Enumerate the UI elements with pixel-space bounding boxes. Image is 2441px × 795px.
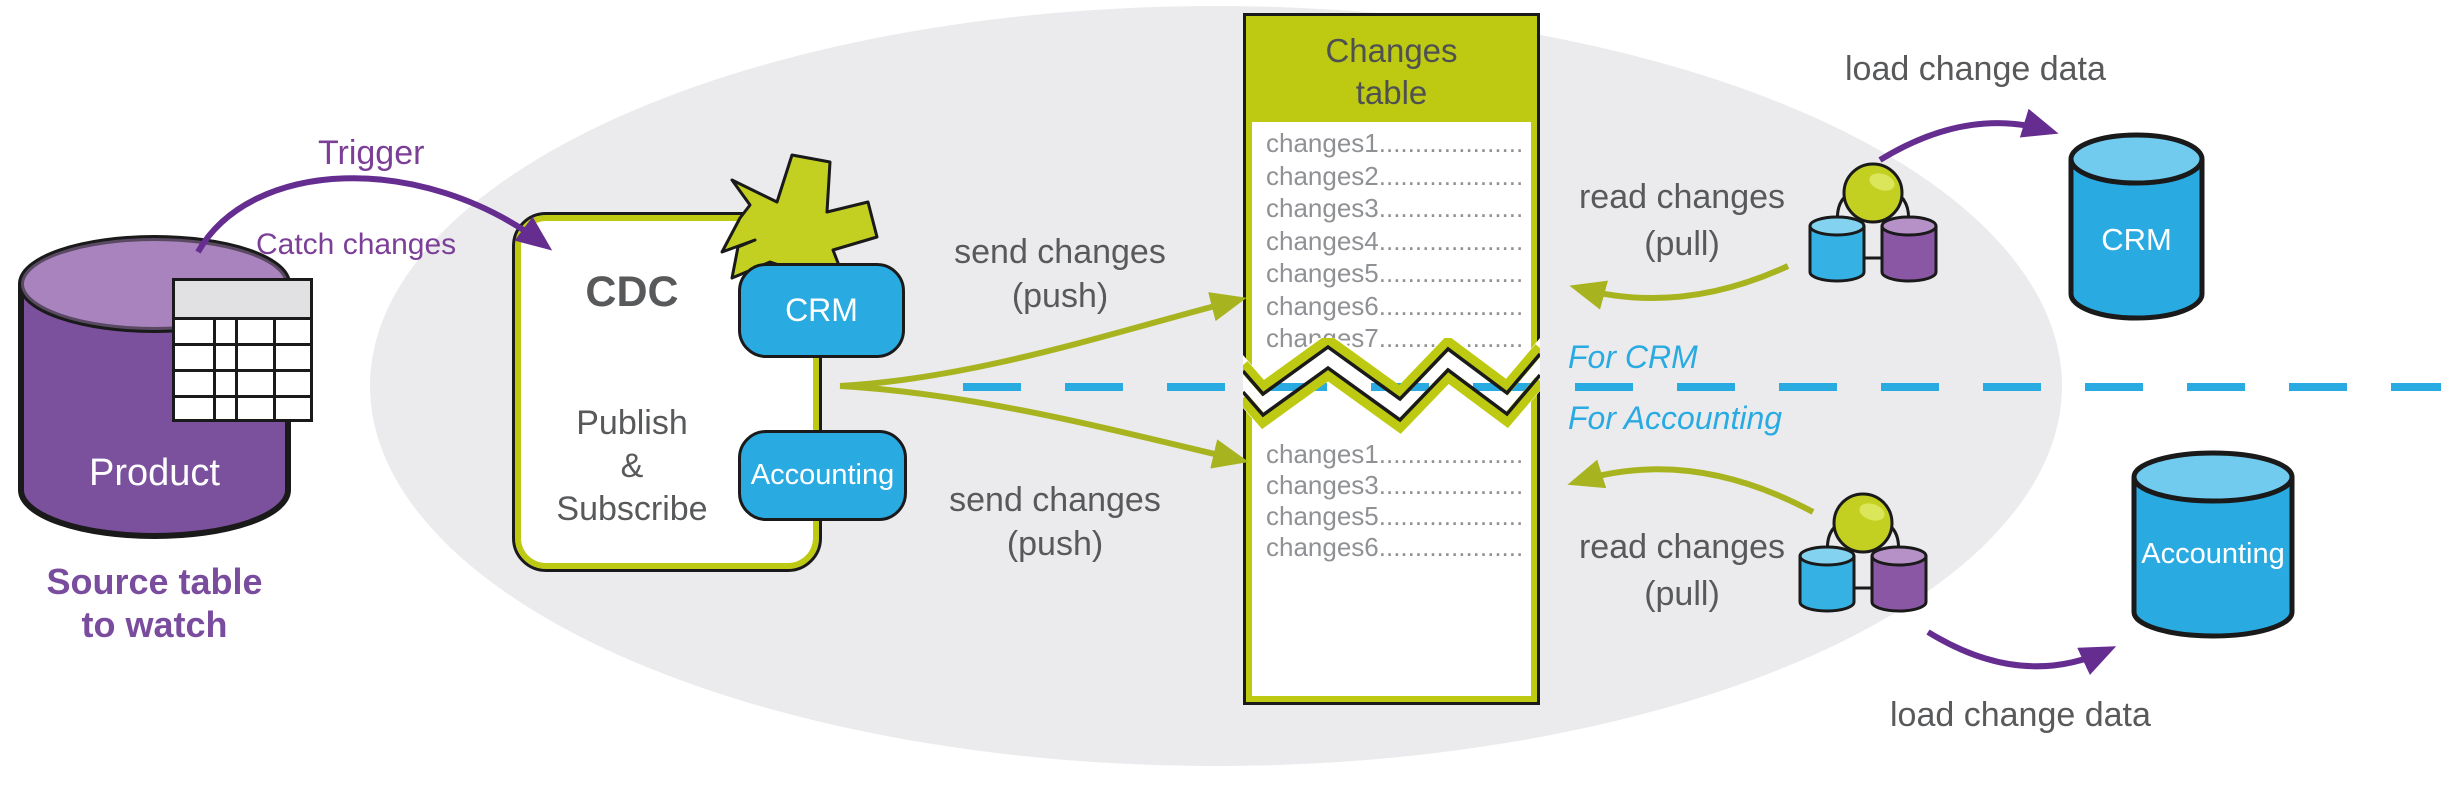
catch-changes-label: Catch changes xyxy=(256,228,457,261)
table-row: changes2.................... xyxy=(1266,160,1524,191)
table-row: changes1.................... xyxy=(1266,439,1524,469)
table-icon-header xyxy=(175,281,310,320)
cdc-title: CDC xyxy=(585,268,679,316)
trigger-label: Trigger xyxy=(318,134,425,172)
table-row: changes1.................... xyxy=(1266,128,1524,158)
cdc-crm-badge-label: CRM xyxy=(785,292,858,328)
crm-database-label: CRM xyxy=(2101,222,2172,257)
read-changes-pull-bottom-label: read changes (pull) xyxy=(1578,528,1786,613)
table-row: changes5.................... xyxy=(1266,501,1524,531)
changes-table-top-rows: changes1.................... changes2...… xyxy=(1266,127,1527,355)
table-row: changes6.................... xyxy=(1266,290,1524,321)
accounting-database-cylinder-icon xyxy=(2131,450,2295,639)
crm-database-cylinder-icon xyxy=(2068,132,2205,321)
for-crm-label: For CRM xyxy=(1568,339,1698,375)
table-row: changes3.................... xyxy=(1266,193,1524,223)
changes-table-bottom-rows: changes1.................... changes3...… xyxy=(1266,439,1527,563)
read-changes-pull-top-label: read changes (pull) xyxy=(1578,178,1786,263)
publish-subscribe-label: Publish & Subscribe xyxy=(556,404,708,528)
load-change-data-top-label: load change data xyxy=(1845,50,2106,88)
load-change-data-bottom-label: load change data xyxy=(1890,696,2151,734)
table-tear-zigzag xyxy=(1243,338,1540,434)
table-row: changes5.................... xyxy=(1266,258,1524,288)
changes-table-title-line1: Changes xyxy=(1325,32,1458,69)
table-row: changes3.................... xyxy=(1266,470,1524,500)
source-cylinder-label: Product xyxy=(89,452,220,494)
load-arrow-crm xyxy=(1878,108,2059,163)
table-icon-grid xyxy=(175,320,310,419)
source-caption: Source table to watch xyxy=(17,560,292,646)
cdc-crm-badge: CRM xyxy=(738,263,905,358)
source-caption-line1: Source table xyxy=(46,561,263,602)
cdc-accounting-badge: Accounting xyxy=(738,430,907,521)
changes-table-title-line2: table xyxy=(1355,74,1428,111)
cdc-accounting-badge-label: Accounting xyxy=(750,459,895,491)
send-changes-push-top-label: send changes (push) xyxy=(954,233,1166,315)
crm-subscriber-agent-icon xyxy=(1808,162,1938,283)
changes-table: Changes table changes1..................… xyxy=(1243,13,1540,705)
table-row: changes4.................... xyxy=(1266,225,1524,256)
table-icon xyxy=(172,278,313,422)
accounting-database-label: Accounting xyxy=(2141,538,2285,570)
send-changes-push-bottom-label: send changes (push) xyxy=(949,481,1161,563)
load-arrow-accounting xyxy=(1926,629,2117,675)
source-caption-line2: to watch xyxy=(81,604,228,645)
accounting-subscriber-agent-icon xyxy=(1798,492,1928,613)
for-accounting-label: For Accounting xyxy=(1568,400,1783,436)
table-row: changes6.................... xyxy=(1266,532,1524,562)
changes-table-header: Changes table xyxy=(1252,22,1531,122)
